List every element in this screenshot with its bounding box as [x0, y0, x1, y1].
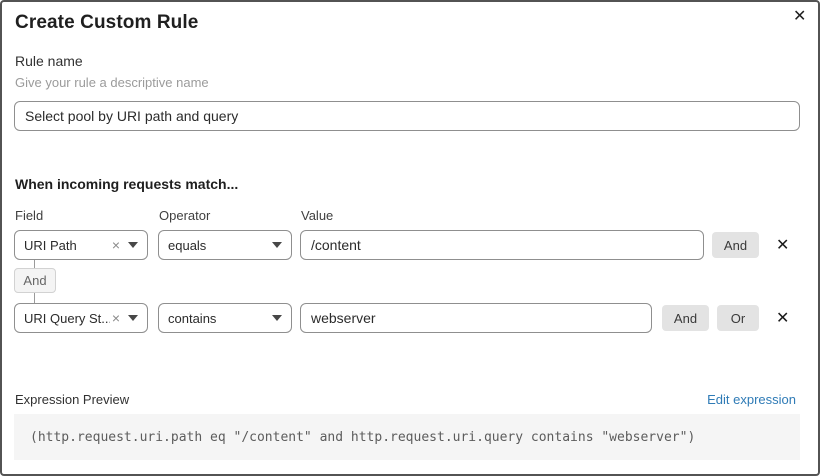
chevron-down-icon [272, 315, 282, 321]
field-column-label: Field [15, 208, 44, 223]
value-column-label: Value [301, 208, 334, 223]
expression-code: (http.request.uri.path eq "/content" and… [30, 429, 696, 445]
rule-name-helper: Give your rule a descriptive name [15, 75, 209, 90]
connector-line-top [34, 260, 35, 268]
remove-row2-icon[interactable]: ✕ [776, 310, 790, 327]
expression-preview-label: Expression Preview [15, 392, 130, 407]
operator-select-row1-value: equals [168, 237, 207, 253]
add-or-button-row2[interactable]: Or [717, 305, 759, 331]
add-and-button-row1[interactable]: And [712, 232, 759, 258]
and-connector-badge: And [14, 268, 56, 293]
field-select-row1[interactable]: URI Path × [14, 230, 148, 260]
chevron-down-icon [128, 242, 138, 248]
dialog-title: Create Custom Rule [15, 12, 199, 33]
remove-row1-icon[interactable]: ✕ [776, 237, 790, 254]
edit-expression-link[interactable]: Edit expression [707, 392, 796, 407]
close-icon[interactable]: ✕ [793, 8, 807, 25]
clear-selection-icon[interactable]: × [111, 310, 120, 326]
match-heading: When incoming requests match... [15, 176, 239, 192]
rule-name-label: Rule name [15, 53, 83, 69]
connector-line-bottom [34, 293, 35, 303]
add-and-button-row2[interactable]: And [662, 305, 709, 331]
value-input-row1[interactable] [300, 230, 704, 260]
operator-select-row2[interactable]: contains [158, 303, 292, 333]
value-input-row2[interactable] [300, 303, 652, 333]
field-select-row2-value: URI Query St... [24, 310, 110, 326]
expression-preview-block: (http.request.uri.path eq "/content" and… [14, 414, 800, 460]
clear-selection-icon[interactable]: × [111, 237, 120, 253]
operator-column-label: Operator [159, 208, 211, 223]
rule-name-input[interactable] [14, 101, 800, 131]
operator-select-row1[interactable]: equals [158, 230, 292, 260]
field-select-row1-value: URI Path [24, 237, 77, 253]
chevron-down-icon [272, 242, 282, 248]
operator-select-row2-value: contains [168, 310, 217, 326]
field-select-row2[interactable]: URI Query St... × [14, 303, 148, 333]
chevron-down-icon [128, 315, 138, 321]
